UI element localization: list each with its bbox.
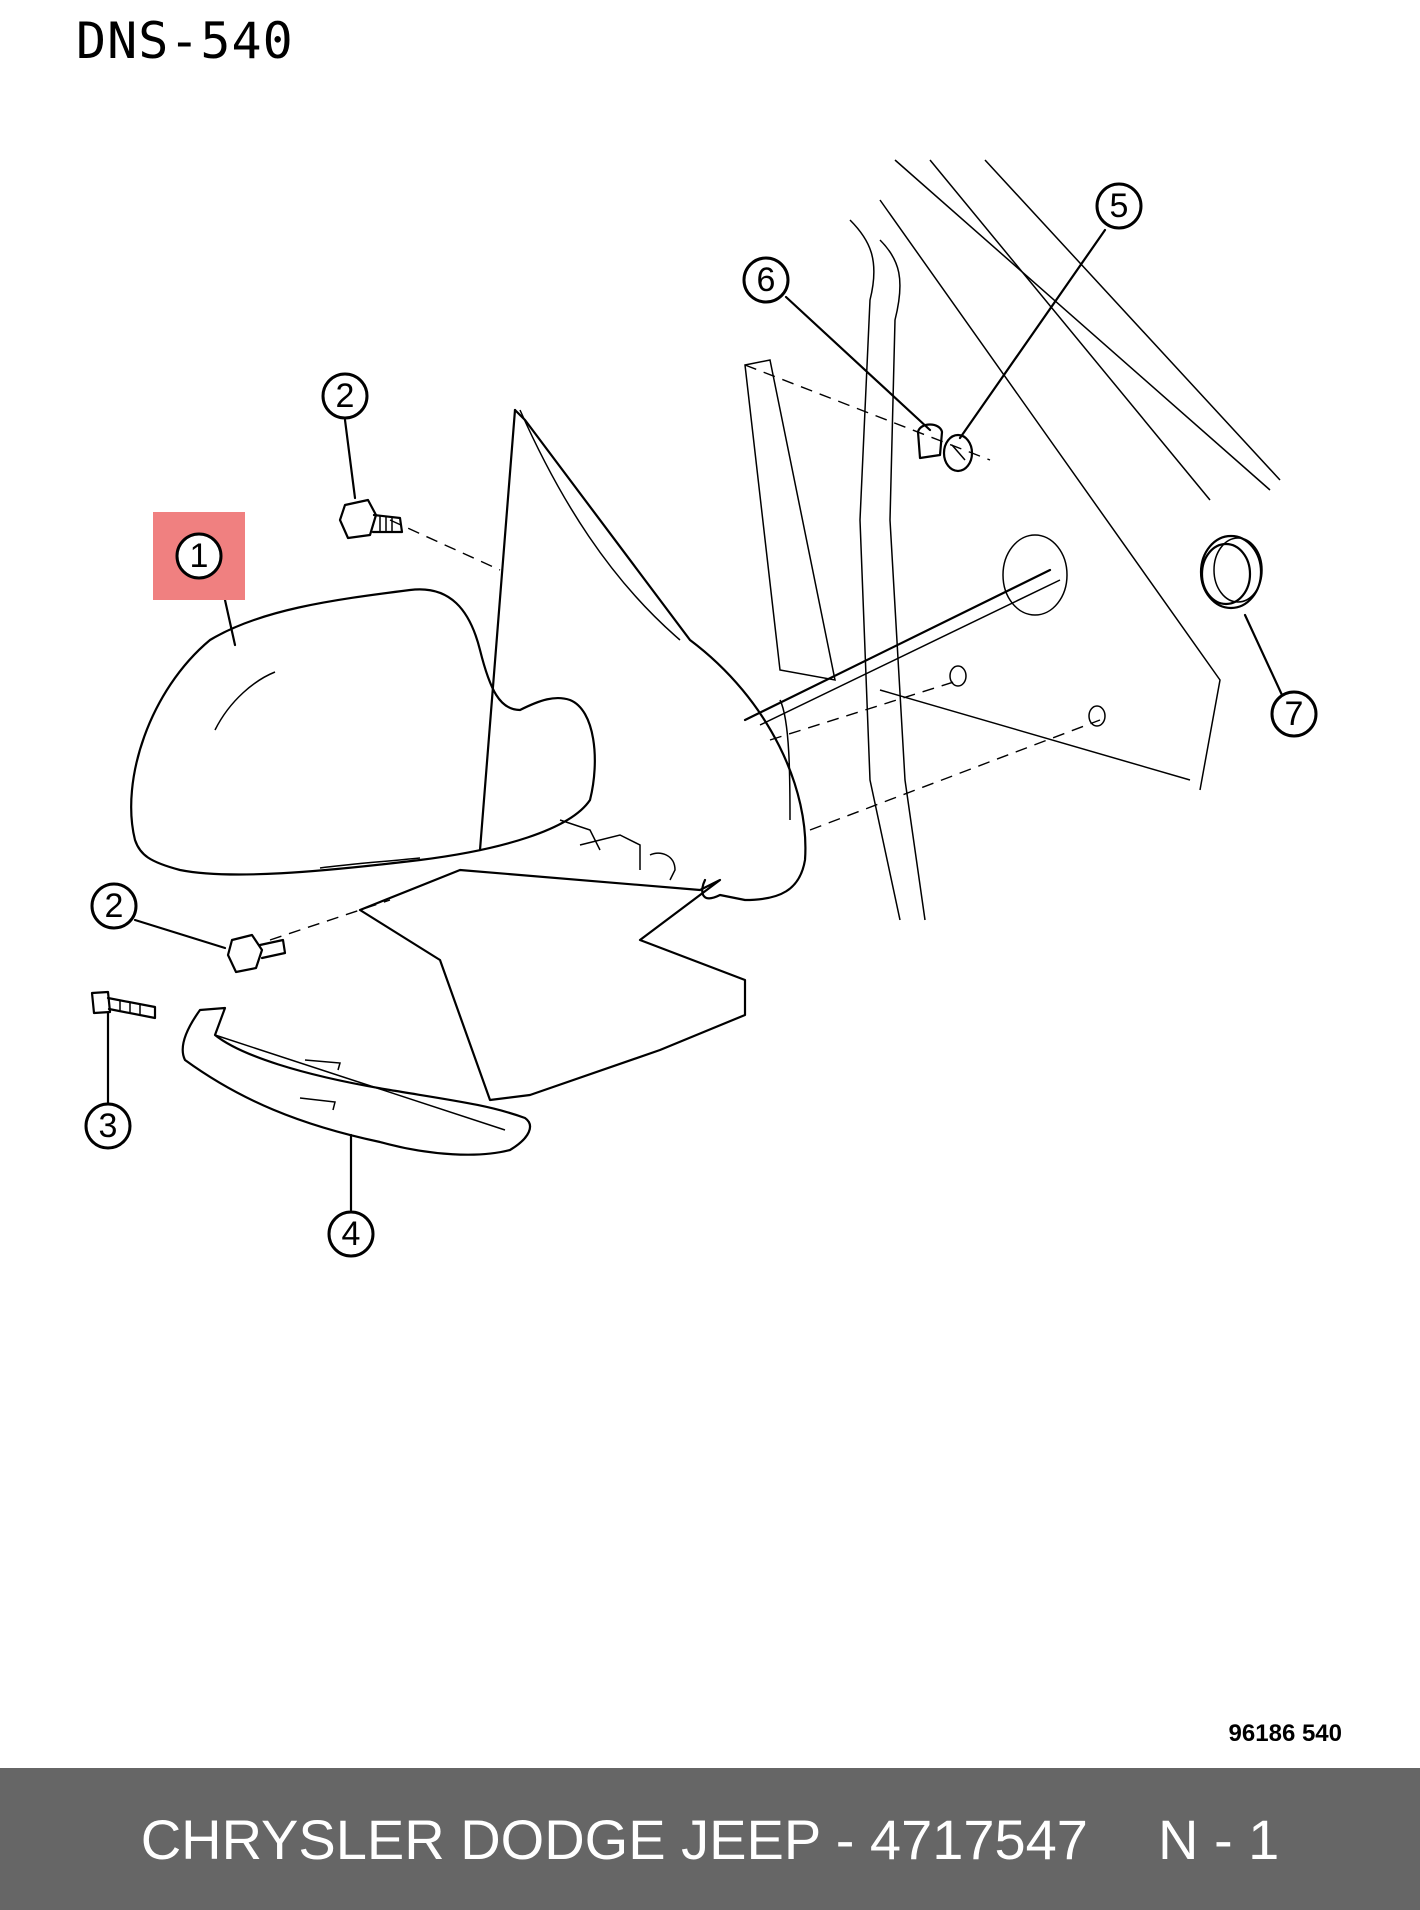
exploded-parts-diagram: 1 2 2 3 4 5 6 7 (84, 159, 1318, 1258)
callout-4-label: 4 (342, 1215, 361, 1253)
mirror-housing (130, 588, 596, 876)
door-frame-lines (744, 159, 1281, 921)
clip-and-nut (916, 423, 974, 473)
callout-7-label: 7 (1285, 695, 1304, 733)
mounting-lines (269, 519, 1191, 941)
callout-2-lower-label: 2 (105, 887, 124, 925)
callout-5[interactable]: 5 (1095, 182, 1143, 230)
screw (90, 990, 157, 1020)
callout-6-label: 6 (757, 261, 776, 299)
callout-2-upper[interactable]: 2 (321, 372, 369, 420)
grommet (1199, 534, 1263, 610)
mirror-plate (358, 819, 747, 1102)
leader-lines (106, 228, 1284, 1212)
mirror-base (478, 408, 807, 902)
footer-part-text: CHRYSLER DODGE JEEP - 4717547 (140, 1807, 1088, 1871)
upper-bolt (338, 498, 404, 540)
diagram-title: DNS-540 (76, 12, 294, 70)
callout-1-label: 1 (190, 537, 209, 575)
callout-3-label: 3 (99, 1107, 118, 1145)
lower-bolt (226, 933, 287, 974)
figure-code: 96186 540 (1228, 1720, 1342, 1747)
footer-bar: CHRYSLER DODGE JEEP - 4717547 N - 1 (0, 1768, 1420, 1910)
trim-strip (181, 1006, 532, 1156)
callout-2-lower[interactable]: 2 (90, 882, 138, 930)
callout-7[interactable]: 7 (1270, 690, 1318, 738)
callout-1[interactable]: 1 (175, 532, 223, 580)
callout-6[interactable]: 6 (742, 256, 790, 304)
callout-2-upper-label: 2 (336, 377, 355, 415)
callout-5-label: 5 (1110, 187, 1129, 225)
footer-position-text: N - 1 (1157, 1807, 1280, 1871)
callout-3[interactable]: 3 (84, 1102, 132, 1150)
callout-4[interactable]: 4 (327, 1210, 375, 1258)
